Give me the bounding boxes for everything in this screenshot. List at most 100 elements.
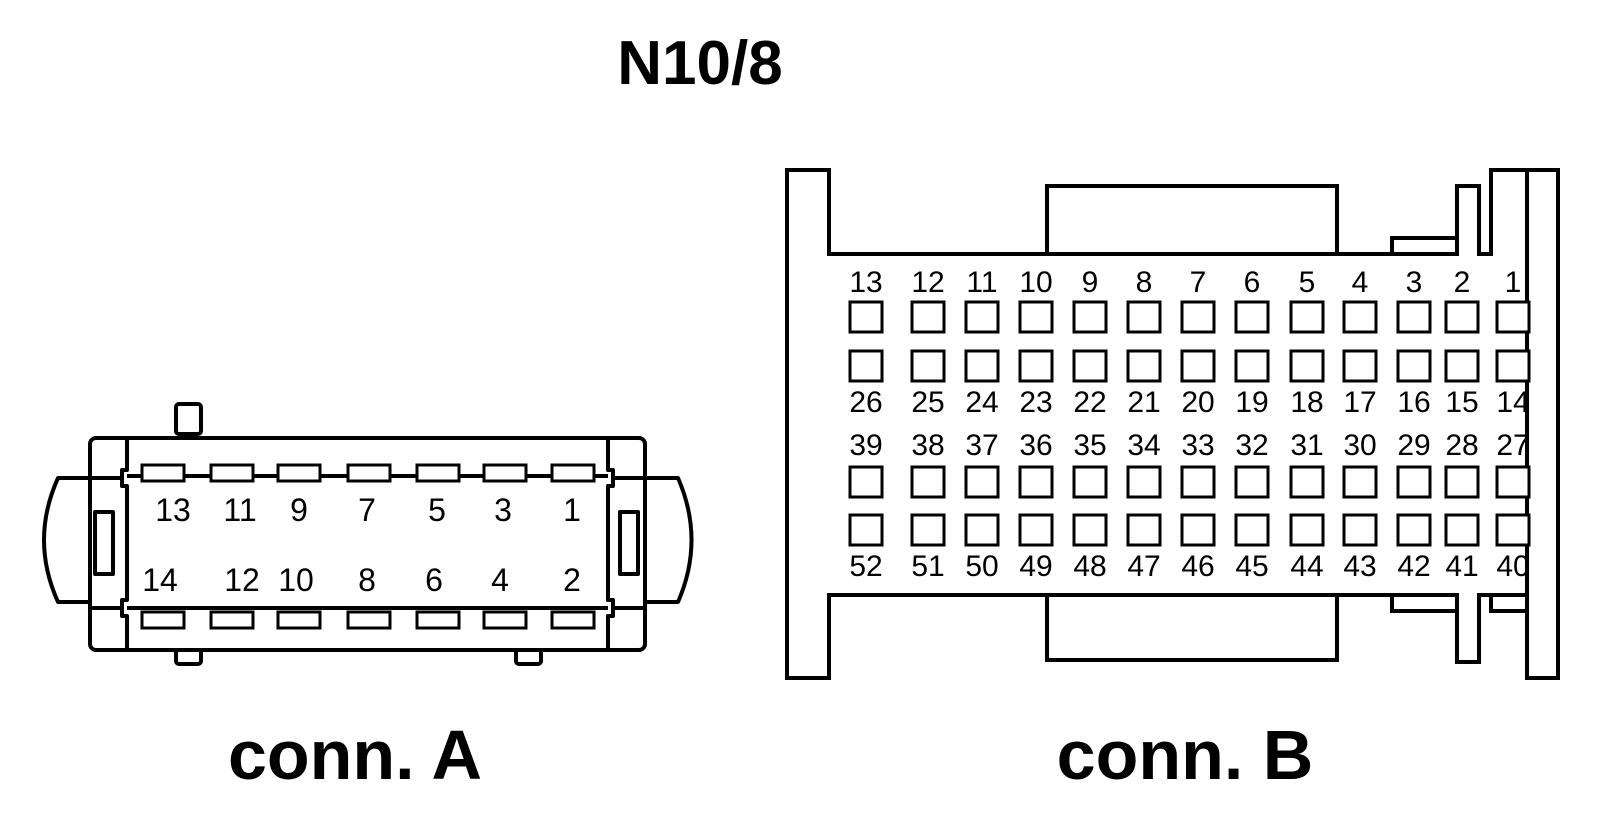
conn-b-pin-cavity (1495, 513, 1531, 547)
conn-b-pin-cavity (1234, 513, 1270, 547)
conn-b-pin-number: 49 (1019, 550, 1052, 583)
conn-b-pin-number: 25 (911, 386, 944, 419)
conn-b-pin-cavity (1072, 513, 1108, 547)
conn-b-pin-number: 9 (1082, 266, 1099, 299)
conn-b-pin-number: 33 (1181, 429, 1214, 462)
conn-b-pin-number: 40 (1496, 550, 1529, 583)
conn-b-pin-number: 43 (1343, 550, 1376, 583)
conn-b-pin-number: 37 (965, 429, 998, 462)
conn-b-pin-number: 19 (1235, 386, 1268, 419)
conn-a-pin-number: 4 (491, 562, 509, 598)
conn-b-pin-cavity (848, 300, 884, 334)
conn-b-pin-cavity (1396, 349, 1432, 383)
conn-b-pin-number: 3 (1406, 266, 1423, 299)
conn-a-pin-slot (550, 610, 596, 630)
conn-b-pin-number: 38 (911, 429, 944, 462)
conn-b-pin-number: 10 (1019, 266, 1052, 299)
conn-b-pin-cavity (964, 300, 1000, 334)
conn-b-pin-number: 6 (1244, 266, 1261, 299)
conn-b-pin-number: 16 (1397, 386, 1430, 419)
conn-b-pin-number: 35 (1073, 429, 1106, 462)
conn-a-pin-slot (346, 463, 392, 483)
conn-b-pin-number: 41 (1445, 550, 1478, 583)
conn-a-pin-number: 2 (563, 562, 581, 598)
conn-a-pin-number: 11 (223, 492, 256, 528)
diagram-title: N10/8 (617, 29, 783, 98)
conn-b-pin-number: 50 (965, 550, 998, 583)
conn-a-pin-number: 14 (142, 562, 178, 598)
conn-b-pin-number: 8 (1136, 266, 1153, 299)
conn-b-pin-number: 26 (849, 386, 882, 419)
conn-b-pin-number: 24 (965, 386, 998, 419)
conn-b-pin-number: 15 (1445, 386, 1478, 419)
conn-b-pin-number: 1 (1505, 266, 1522, 299)
conn-b-pin-number: 47 (1127, 550, 1160, 583)
conn-b-pin-cavity (910, 465, 946, 499)
connector-b-pins (848, 300, 1531, 547)
conn-b-pin-number: 30 (1343, 429, 1376, 462)
conn-b-pin-cavity (1289, 513, 1325, 547)
conn-b-pin-cavity (1234, 300, 1270, 334)
conn-b-pin-number: 36 (1019, 429, 1052, 462)
conn-b-pin-cavity (1126, 300, 1162, 334)
conn-b-pin-number: 34 (1127, 429, 1160, 462)
conn-b-pin-cavity (1289, 349, 1325, 383)
conn-a-pin-number: 10 (278, 562, 314, 598)
conn-b-pin-cavity (1180, 465, 1216, 499)
conn-a-pin-slot (276, 610, 322, 630)
conn-b-pin-number: 21 (1127, 386, 1160, 419)
conn-b-pin-cavity (1126, 465, 1162, 499)
conn-b-pin-cavity (848, 349, 884, 383)
conn-b-pin-cavity (1342, 349, 1378, 383)
conn-a-pin-number: 13 (155, 492, 191, 528)
conn-a-pin-slot (550, 463, 596, 483)
conn-a-pin-number: 7 (358, 492, 376, 528)
conn-a-pin-slot (346, 610, 392, 630)
conn-b-pin-cavity (1018, 300, 1054, 334)
conn-a-pin-number: 8 (358, 562, 376, 598)
conn-a-pin-number: 9 (290, 492, 308, 528)
conn-b-pin-cavity (910, 513, 946, 547)
conn-a-pin-slot (140, 463, 186, 483)
conn-a-pin-slot (276, 463, 322, 483)
conn-b-pin-cavity (964, 465, 1000, 499)
conn-b-pin-cavity (1072, 300, 1108, 334)
conn-b-pin-number: 51 (911, 550, 944, 583)
conn-b-pin-number: 17 (1343, 386, 1376, 419)
conn-b-pin-cavity (1495, 300, 1531, 334)
conn-a-pin-number: 5 (428, 492, 446, 528)
conn-b-pin-number: 27 (1496, 429, 1529, 462)
conn-a-pin-number: 3 (494, 492, 512, 528)
conn-a-pin-slot (209, 463, 255, 483)
conn-b-pin-number: 12 (911, 266, 944, 299)
conn-b-pin-cavity (1289, 465, 1325, 499)
conn-a-pin-number: 1 (563, 492, 581, 528)
conn-b-pin-cavity (1072, 349, 1108, 383)
conn-b-pin-cavity (910, 300, 946, 334)
conn-b-pin-cavity (1444, 349, 1480, 383)
conn-b-pin-number: 52 (849, 550, 882, 583)
conn-a-pin-slot (209, 610, 255, 630)
conn-b-pin-cavity (1180, 349, 1216, 383)
conn-b-pin-number: 28 (1445, 429, 1478, 462)
conn-b-pin-number: 42 (1397, 550, 1430, 583)
conn-b-pin-cavity (1234, 465, 1270, 499)
conn-b-pin-cavity (848, 465, 884, 499)
conn-b-pin-number: 23 (1019, 386, 1052, 419)
conn-b-pin-number: 46 (1181, 550, 1214, 583)
conn-b-pin-number: 4 (1352, 266, 1369, 299)
conn-a-pin-slot (415, 610, 461, 630)
conn-b-pin-cavity (1126, 513, 1162, 547)
connector-a-label: conn. A (227, 716, 483, 794)
conn-b-pin-cavity (1444, 465, 1480, 499)
conn-b-pin-number: 44 (1290, 550, 1323, 583)
conn-b-pin-cavity (848, 513, 884, 547)
conn-b-pin-cavity (964, 349, 1000, 383)
conn-b-pin-cavity (1396, 300, 1432, 334)
conn-b-pin-number: 31 (1290, 429, 1323, 462)
conn-b-pin-cavity (1444, 513, 1480, 547)
conn-b-pin-number: 20 (1181, 386, 1214, 419)
conn-b-pin-cavity (1234, 349, 1270, 383)
